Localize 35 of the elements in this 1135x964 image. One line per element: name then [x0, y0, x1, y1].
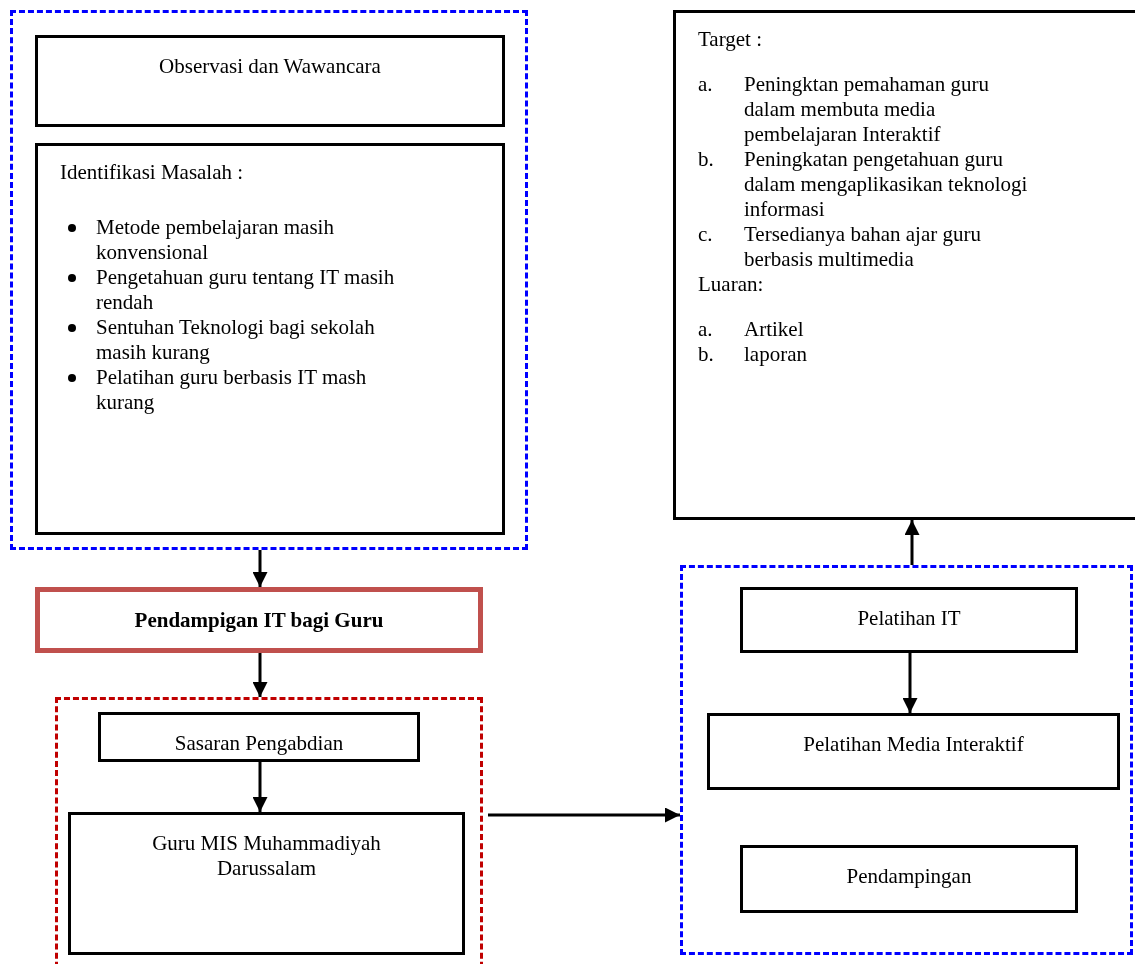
box-label: Pendampigan IT bagi Guru	[133, 608, 385, 633]
process-box	[35, 587, 483, 653]
process-box	[35, 143, 505, 535]
arrow	[904, 520, 920, 565]
list-item: b. laporan	[698, 342, 808, 367]
arrow	[252, 550, 268, 587]
box-label: Pelatihan IT	[856, 606, 962, 631]
box-label: Sasaran Pengabdian	[173, 731, 345, 756]
process-box	[98, 712, 420, 762]
group-frame	[10, 10, 528, 550]
arrow	[902, 653, 918, 713]
arrow	[252, 653, 268, 697]
box-label: Observasi dan Wawancara	[158, 54, 382, 79]
process-box	[707, 713, 1120, 790]
group-frame	[55, 697, 483, 964]
list-item: c. Tersedianya bahan ajar guru berbasis multimedia	[698, 222, 982, 272]
process-box	[673, 10, 1135, 520]
heading: Target :	[698, 27, 764, 52]
process-box	[740, 587, 1078, 653]
list-item: a. Artikel	[698, 317, 805, 342]
process-box	[740, 845, 1078, 913]
arrow	[252, 762, 268, 812]
box-label: Pendampingan	[845, 864, 973, 889]
box-label: Guru MIS Muhammadiyah Darussalam	[151, 831, 382, 881]
arrow	[488, 807, 680, 823]
list-item: Metode pembelajaran masih konvensional	[68, 215, 412, 265]
process-box	[68, 812, 465, 955]
heading: Luaran:	[698, 272, 765, 297]
list-item: Pengetahuan guru tentang IT masih rendah	[68, 265, 412, 315]
list-item: Sentuhan Teknologi bagi sekolah masih kurang	[68, 315, 412, 365]
heading: Identifikasi Masalah :	[60, 160, 245, 185]
group-frame	[680, 565, 1133, 955]
process-box	[35, 35, 505, 127]
list-item: Pelatihan guru berbasis IT mash kurang	[68, 365, 412, 415]
box-label: Pelatihan Media Interaktif	[802, 732, 1025, 757]
